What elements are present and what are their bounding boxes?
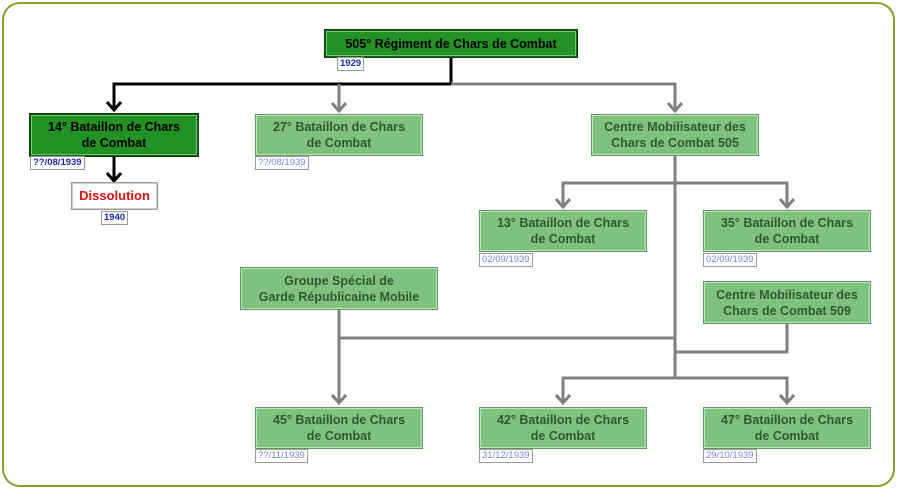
node-13-bcc-label-line1: 13° Bataillon de Chars — [496, 216, 630, 230]
node-27-bcc-label-line1: 27° Bataillon de Chars — [272, 120, 406, 134]
node-13-bcc-label-line2: de Combat — [530, 232, 596, 246]
node-27-bcc: 27° Bataillon de Chars de Combat — [255, 114, 423, 156]
node-505-regiment-date: 1929 — [337, 57, 365, 71]
node-35-bcc-label-line2: de Combat — [754, 232, 820, 246]
active-lineage-lines — [105, 57, 453, 184]
node-cm-509: Centre Mobilisateur des Chars de Combat … — [703, 281, 871, 324]
node-45-bcc-label-line1: 45° Bataillon de Chars — [272, 413, 406, 427]
node-gsgrm: Groupe Spécial de Garde Républicaine Mob… — [240, 267, 438, 310]
node-dissolution-date: 1940 — [101, 211, 129, 225]
node-505-regiment-label: 505° Régiment de Chars de Combat — [345, 36, 557, 51]
node-42-bcc-date: 31/12/1939 — [479, 449, 533, 463]
node-47-bcc-label-line1: 47° Bataillon de Chars — [720, 413, 854, 427]
node-42-bcc-label-line2: de Combat — [530, 429, 596, 443]
node-35-bcc: 35° Bataillon de Chars de Combat — [703, 210, 871, 252]
node-gsgrm-label-line1: Groupe Spécial de — [284, 273, 394, 288]
connector-cm509-to-trunk — [675, 324, 789, 354]
arrowhead-45 — [330, 394, 348, 406]
node-13-bcc: 13° Bataillon de Chars de Combat — [479, 210, 647, 252]
inactive-lineage-lines — [330, 82, 796, 406]
node-35-bcc-label-line1: 35° Bataillon de Chars — [720, 216, 854, 230]
node-14-bcc: 14° Bataillon de Chars de Combat — [30, 114, 198, 156]
arrowhead-35 — [778, 198, 796, 210]
connector-505-to-14 — [112, 57, 453, 109]
node-cm-509-label-line1: Centre Mobilisateur des — [716, 287, 858, 302]
node-42-bcc-label-line1: 42° Bataillon de Chars — [496, 413, 630, 427]
node-14-bcc-date: ??/08/1939 — [30, 156, 85, 170]
node-14-bcc-label-line2: de Combat — [81, 136, 147, 150]
node-45-bcc-label-line2: de Combat — [306, 429, 372, 443]
node-13-bcc-date: 02/09/1939 — [479, 253, 533, 267]
node-cm-505: Centre Mobilisateur des Chars de Combat … — [591, 114, 759, 156]
node-27-bcc-label-line2: de Combat — [306, 136, 372, 150]
arrowhead-dissolution — [105, 172, 123, 184]
node-27-bcc-date: ??/08/1939 — [255, 156, 309, 170]
node-dissolution: Dissolution — [71, 182, 158, 210]
node-cm-505-label-line1: Centre Mobilisateur des — [604, 120, 746, 134]
connector-trunk-to-42-47 — [561, 376, 789, 402]
node-47-bcc-date: 29/10/1939 — [703, 449, 757, 463]
arrowhead-27 — [330, 102, 348, 114]
node-47-bcc: 47° Bataillon de Chars de Combat — [703, 407, 871, 449]
node-47-bcc-label-line2: de Combat — [754, 429, 820, 443]
arrowhead-cm505 — [666, 102, 684, 114]
node-14-bcc-label-line1: 14° Bataillon de Chars — [47, 120, 181, 134]
node-42-bcc: 42° Bataillon de Chars de Combat — [479, 407, 647, 449]
node-dissolution-label: Dissolution — [79, 188, 150, 203]
node-cm-509-label-line2: Chars de Combat 509 — [723, 303, 851, 318]
node-45-bcc: 45° Bataillon de Chars de Combat — [255, 407, 423, 449]
node-cm-505-label-line2: Chars de Combat 505 — [611, 136, 739, 150]
node-45-bcc-date: ??/11/1939 — [255, 449, 308, 463]
arrowhead-13 — [554, 198, 572, 210]
node-35-bcc-date: 02/09/1939 — [703, 253, 757, 267]
arrowhead-14 — [105, 101, 123, 113]
node-505-regiment: 505° Régiment de Chars de Combat — [325, 30, 577, 57]
arrowhead-47 — [778, 394, 796, 406]
arrowhead-42 — [554, 394, 572, 406]
node-gsgrm-label-line2: Garde Républicaine Mobile — [258, 289, 420, 304]
connector-cm505-to-13-35 — [561, 181, 789, 206]
connector-505-to-cm505 — [451, 82, 677, 110]
